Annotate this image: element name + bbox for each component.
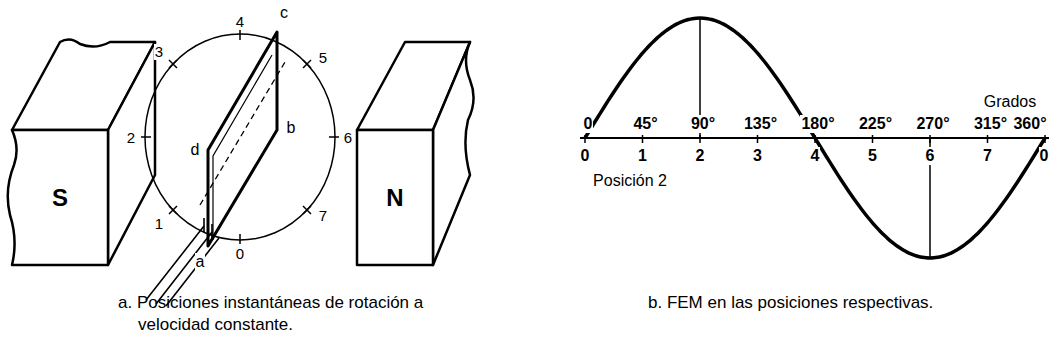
position-number: 7 [318,208,328,225]
s-magnet [8,39,155,265]
position-number: 5 [318,50,328,67]
position-number: 3 [752,147,763,165]
position-number: 6 [343,130,353,147]
pole-letter: S [52,184,68,212]
position-number: 4 [235,14,245,31]
degree-label: 270° [915,115,950,133]
coil-corner: b [286,119,297,137]
degree-label: 360° [1012,115,1047,133]
degree-label: 180° [800,115,835,133]
degree-label: 315° [973,115,1008,133]
degree-label: 45° [632,115,658,133]
position-number: 1 [154,216,164,233]
pole-letter: N [386,184,403,212]
coil-corner: a [195,253,206,271]
position-number: 0 [1039,147,1050,165]
position-number: 2 [695,147,706,165]
degree-label: 0 [583,115,594,133]
caption: b. FEM en las posiciones respectivas. [648,292,1048,314]
position-number: 4 [810,147,821,165]
caption: a. Posiciones instantáneas de rotación a… [118,292,468,336]
degree-label: 90° [690,115,716,133]
coil-corner: d [190,141,201,159]
position-number: 0 [235,246,245,263]
position-number: 0 [580,147,591,165]
rotation-circle [141,30,339,244]
position-number: 1 [637,147,648,165]
position-number: 7 [982,147,993,165]
axis-title: Grados [983,93,1037,111]
coil [146,32,285,306]
degree-label: 135° [743,115,778,133]
south-pole: S [14,132,106,263]
emf-chart [580,18,1049,258]
position-number: 3 [154,44,164,61]
degree-label: 225° [858,115,893,133]
position-number: 5 [867,147,878,165]
position-label: Posición 2 [592,172,668,190]
north-pole: N [359,132,431,263]
n-magnet [357,42,474,265]
position-number: 2 [126,130,136,147]
position-number: 6 [925,147,936,165]
coil-corner: c [279,4,289,22]
